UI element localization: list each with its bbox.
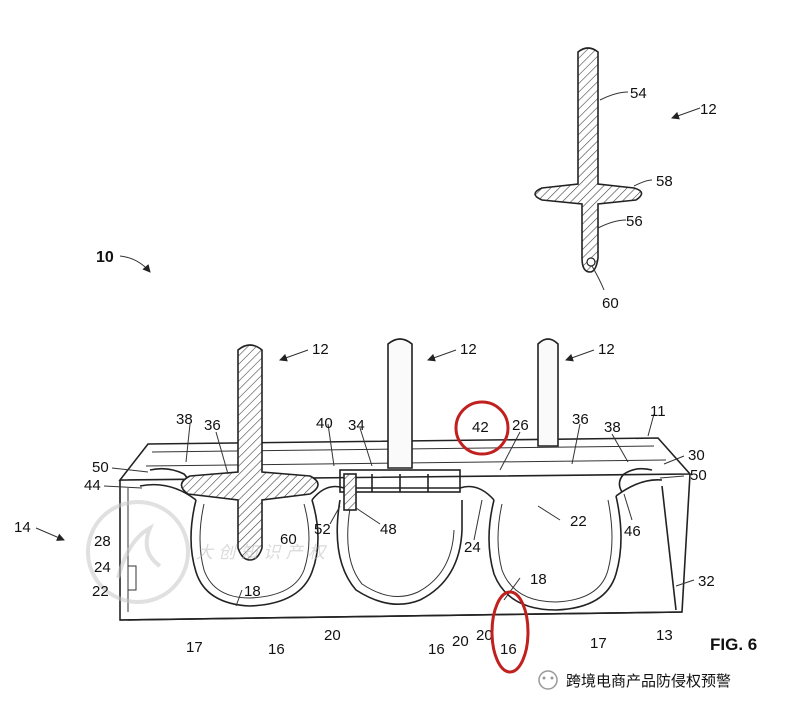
label-58: 58 xyxy=(656,173,673,190)
label-32: 32 xyxy=(698,573,715,590)
highlight-ring-16 xyxy=(490,590,530,674)
label-10: 10 xyxy=(96,249,114,266)
label-13: 13 xyxy=(656,627,673,644)
highlight-ring-42 xyxy=(454,400,510,456)
label-36a: 36 xyxy=(204,417,221,434)
leaders-12 xyxy=(279,349,595,362)
label-54: 54 xyxy=(630,85,647,102)
label-60-tray: 60 xyxy=(280,531,297,548)
label-12-right: 12 xyxy=(598,341,615,358)
label-11: 11 xyxy=(650,403,666,420)
caption-bar: 跨境电商产品防侵权预警 xyxy=(538,670,731,690)
wechat-icon xyxy=(538,670,558,690)
label-12-left: 12 xyxy=(312,341,329,358)
stick-middle-12 xyxy=(387,338,413,469)
label-38a: 38 xyxy=(176,411,193,428)
label-14: 14 xyxy=(14,519,31,536)
figure-title: FIG. 6 xyxy=(710,635,757,654)
leaders-top xyxy=(119,91,701,291)
label-30: 30 xyxy=(688,447,705,464)
cup-left xyxy=(190,499,319,607)
svg-text:大 创 知 识 产 权: 大 创 知 识 产 权 xyxy=(196,543,328,563)
label-60-top: 60 xyxy=(602,295,619,312)
label-46: 46 xyxy=(624,523,641,540)
stick-right-12 xyxy=(537,338,559,447)
label-18a: 18 xyxy=(244,583,261,600)
stick-shaft-54 xyxy=(534,47,643,273)
label-20a: 20 xyxy=(324,627,341,644)
label-50a: 50 xyxy=(92,459,109,476)
cup-right xyxy=(488,495,622,611)
label-16c: 16 xyxy=(500,641,517,658)
label-56: 56 xyxy=(626,213,643,230)
label-12-top: 12 xyxy=(700,101,717,118)
label-40: 40 xyxy=(316,415,333,432)
label-12-middle: 12 xyxy=(460,341,477,358)
separate-stick-12 xyxy=(534,47,643,273)
label-34: 34 xyxy=(348,417,365,434)
label-50b: 50 xyxy=(690,467,707,484)
label-16a: 16 xyxy=(268,641,285,658)
label-44: 44 xyxy=(84,477,101,494)
label-52: 52 xyxy=(314,521,331,538)
label-24a: 24 xyxy=(94,559,111,576)
stick-hole-60 xyxy=(586,257,596,267)
label-28: 28 xyxy=(94,533,111,550)
label-17b: 17 xyxy=(590,635,607,652)
label-17a: 17 xyxy=(186,639,203,656)
label-24b: 24 xyxy=(464,539,481,556)
label-48: 48 xyxy=(380,521,397,538)
label-20c: 20 xyxy=(476,627,493,644)
tray-10 xyxy=(118,437,692,621)
label-22b: 22 xyxy=(570,513,587,530)
label-20b: 20 xyxy=(452,633,469,650)
label-42: 42 xyxy=(472,419,489,436)
label-18b: 18 xyxy=(530,571,547,588)
latch-post-48 xyxy=(343,473,357,511)
caption-text: 跨境电商产品防侵权预警 xyxy=(566,672,731,690)
cup-middle xyxy=(336,499,463,606)
highlight-rings xyxy=(454,400,530,674)
stick-left-12 xyxy=(180,344,319,561)
label-16b: 16 xyxy=(428,641,445,658)
label-26: 26 xyxy=(512,417,529,434)
label-22a: 22 xyxy=(92,583,109,600)
watermark: 大 创 知 识 产 权 xyxy=(86,500,328,604)
leaders-tray xyxy=(35,413,695,607)
label-38b: 38 xyxy=(604,419,621,436)
reference-labels: 10 11 12 12 12 12 13 14 16 16 16 17 17 1… xyxy=(14,85,757,658)
label-36b: 36 xyxy=(572,411,589,428)
